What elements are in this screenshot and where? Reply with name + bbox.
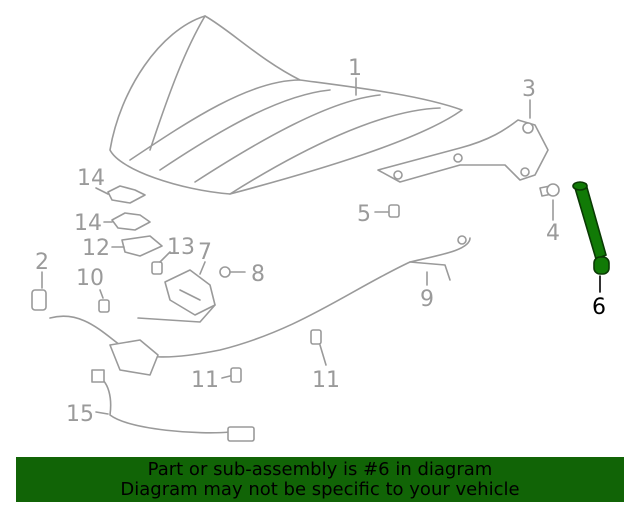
callout-7[interactable]: 7 [198,240,212,265]
callout-4[interactable]: 4 [546,221,560,246]
banner-disclaimer-line: Diagram may not be specific to your vehi… [120,479,520,500]
info-banner: Part or sub-assembly is #6 in diagram Di… [16,457,624,502]
callout-10[interactable]: 10 [76,266,104,291]
support-strut-part[interactable] [572,181,610,275]
bolt-4-part[interactable] [539,183,560,197]
callout-14b[interactable]: 14 [74,211,102,236]
pad-14a-part[interactable] [107,185,146,204]
banner-part-line: Part or sub-assembly is #6 in diagram [147,459,493,480]
hood-part[interactable] [109,15,463,195]
callout-3[interactable]: 3 [522,77,536,102]
callout-13[interactable]: 13 [167,235,195,260]
callout-12[interactable]: 12 [82,236,110,261]
callout-11a[interactable]: 11 [191,368,219,393]
striker-part[interactable] [121,235,163,257]
callout-11b[interactable]: 11 [312,368,340,393]
release-cable-part[interactable] [91,369,255,442]
bolt-8-part[interactable] [219,266,231,278]
bolt-11a-part[interactable] [230,367,242,383]
bolt-10-part[interactable] [98,299,110,313]
callout-8[interactable]: 8 [251,262,265,287]
callout-1[interactable]: 1 [348,56,362,81]
callout-9[interactable]: 9 [420,287,434,312]
callout-2[interactable]: 2 [35,250,49,275]
bolt-13-part[interactable] [151,261,163,275]
bolt-5-part[interactable] [388,204,400,218]
callout-14a[interactable]: 14 [77,166,105,191]
callout-5[interactable]: 5 [357,202,371,227]
bumper-part[interactable] [31,289,47,311]
pad-14b-part[interactable] [111,212,151,231]
callout-15[interactable]: 15 [66,402,94,427]
latch-part[interactable] [137,269,216,323]
cable-part[interactable] [49,235,471,376]
hinge-part[interactable] [377,119,549,183]
callout-6[interactable]: 6 [592,295,606,320]
bolt-11b-part[interactable] [310,329,322,345]
